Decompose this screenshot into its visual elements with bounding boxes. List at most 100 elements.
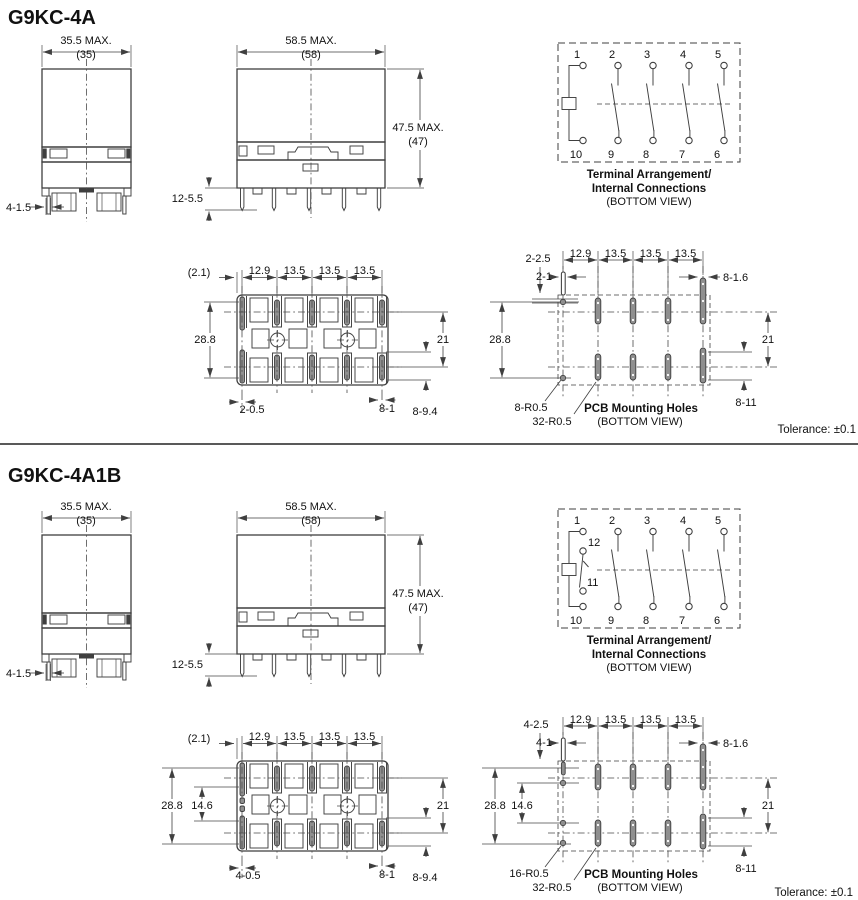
pcb-left-dim bbox=[162, 767, 245, 845]
dim-label: 32-R0.5 bbox=[532, 416, 571, 428]
dim-label: 13.5 bbox=[319, 731, 340, 743]
terminal-number: 10 bbox=[570, 615, 582, 627]
terminal-number: 7 bbox=[679, 149, 685, 161]
diagram-caption: Terminal Arrangement/ bbox=[587, 635, 712, 647]
dim-label: 12.9 bbox=[249, 265, 270, 277]
dim-label: 16-R0.5 bbox=[509, 868, 548, 880]
tolerance-note: Tolerance: ±0.1 bbox=[774, 887, 853, 899]
diagram-caption: (BOTTOM VIEW) bbox=[606, 196, 691, 208]
dim-label: 4-2.5 bbox=[523, 719, 548, 731]
dim-label: 35.5 MAX. bbox=[60, 501, 111, 513]
section-title: G9KC-4A1B bbox=[8, 465, 121, 487]
dim-label: 12.9 bbox=[570, 248, 591, 260]
dim-label: (35) bbox=[76, 49, 96, 61]
dim-label: (2.1) bbox=[188, 733, 211, 745]
dim-label: 13.5 bbox=[640, 248, 661, 260]
dim-label: 14.6 bbox=[511, 800, 532, 812]
dim-label: 28.8 bbox=[489, 334, 510, 346]
dim-label: 2-0.5 bbox=[239, 404, 264, 416]
diagram-caption: (BOTTOM VIEW) bbox=[606, 662, 691, 674]
dim-label: 12-5.5 bbox=[172, 193, 203, 205]
dim-label: 8-1 bbox=[379, 869, 395, 881]
terminal-number: 3 bbox=[644, 515, 650, 527]
dim-label: 13.5 bbox=[284, 265, 305, 277]
terminal-number: 9 bbox=[608, 149, 614, 161]
dim-label: 4-1 bbox=[536, 737, 552, 749]
terminal-number: 3 bbox=[644, 49, 650, 61]
dim-label: (47) bbox=[408, 136, 428, 148]
terminal-number: 1 bbox=[574, 49, 580, 61]
section-g9kc-4a: G9KC-4A 35.5 MAX. (35) 4-1.5 58.5 MAX. (… bbox=[6, 7, 856, 436]
diagram-caption: PCB Mounting Holes bbox=[584, 869, 698, 881]
dim-label: (58) bbox=[301, 515, 321, 527]
dim-label: 12.9 bbox=[570, 714, 591, 726]
tolerance-note: Tolerance: ±0.1 bbox=[777, 424, 856, 436]
dim-label: 8-9.4 bbox=[412, 406, 437, 418]
dim-label: 13.5 bbox=[284, 731, 305, 743]
dim-label: 4-1.5 bbox=[6, 202, 31, 214]
dim-label: 2-1 bbox=[536, 271, 552, 283]
dim-label: (58) bbox=[301, 49, 321, 61]
dim-label: 28.8 bbox=[161, 800, 182, 812]
dim-label: (2.1) bbox=[188, 267, 211, 279]
aux-contact bbox=[579, 547, 589, 595]
terminal-number: 12 bbox=[588, 537, 600, 549]
dim-label: 12-5.5 bbox=[172, 659, 203, 671]
dim-label: 13.5 bbox=[354, 731, 375, 743]
terminal-number: 2 bbox=[609, 515, 615, 527]
terminal-number: 4 bbox=[680, 515, 686, 527]
terminal-number: 10 bbox=[570, 149, 582, 161]
dim-label: 8-11 bbox=[735, 397, 756, 409]
terminal-number: 6 bbox=[714, 149, 720, 161]
terminal-number: 8 bbox=[643, 149, 649, 161]
dim-label: (47) bbox=[408, 602, 428, 614]
terminal-number: 5 bbox=[715, 515, 721, 527]
dim-label: 13.5 bbox=[605, 248, 626, 260]
diagram-caption: (BOTTOM VIEW) bbox=[597, 416, 682, 428]
dim-label: 8-1.6 bbox=[723, 738, 748, 750]
dim-label: 13.5 bbox=[319, 265, 340, 277]
dim-label: 21 bbox=[762, 334, 774, 346]
dim-label: 13.5 bbox=[605, 714, 626, 726]
dim-label: 13.5 bbox=[675, 714, 696, 726]
dim-label: 47.5 MAX. bbox=[392, 122, 443, 134]
diagram-caption: Internal Connections bbox=[592, 649, 706, 661]
dim-label: 8-1.6 bbox=[723, 272, 748, 284]
dim-label: 12.9 bbox=[249, 731, 270, 743]
terminal-number: 8 bbox=[643, 615, 649, 627]
terminal-number: 11 bbox=[587, 577, 598, 589]
dim-label: 8-9.4 bbox=[412, 872, 437, 884]
dim-label: 35.5 MAX. bbox=[60, 35, 111, 47]
dim-label: 13.5 bbox=[675, 248, 696, 260]
terminal-number: 9 bbox=[608, 615, 614, 627]
dim-label: 8-R0.5 bbox=[514, 402, 547, 414]
dim-label: 2-2.5 bbox=[525, 253, 550, 265]
diagram-caption: PCB Mounting Holes bbox=[584, 403, 698, 415]
terminal-number: 4 bbox=[680, 49, 686, 61]
diagram-caption: Terminal Arrangement/ bbox=[587, 169, 712, 181]
dim-label: 21 bbox=[437, 800, 449, 812]
dim-label: 14.6 bbox=[191, 800, 212, 812]
dim-label: 8-1 bbox=[379, 403, 395, 415]
dim-label: 4-1.5 bbox=[6, 668, 31, 680]
mount-coil-holes bbox=[490, 298, 579, 382]
terminal-number: 6 bbox=[714, 615, 720, 627]
terminal-number: 2 bbox=[609, 49, 615, 61]
diagram-caption: (BOTTOM VIEW) bbox=[597, 882, 682, 894]
section-g9kc-4a1b: G9KC-4A1B 35.5 MAX. (35) 4-1.5 bbox=[6, 465, 853, 899]
dim-label: 13.5 bbox=[640, 714, 661, 726]
dim-label: 47.5 MAX. bbox=[392, 588, 443, 600]
section-title: G9KC-4A bbox=[8, 7, 96, 29]
terminal-number: 7 bbox=[679, 615, 685, 627]
dim-label: 21 bbox=[437, 334, 449, 346]
dim-label: 58.5 MAX. bbox=[285, 35, 336, 47]
diagram-caption: Internal Connections bbox=[592, 183, 706, 195]
dim-label: 13.5 bbox=[354, 265, 375, 277]
terminal-number: 1 bbox=[574, 515, 580, 527]
dim-label: 21 bbox=[762, 800, 774, 812]
dim-label: 32-R0.5 bbox=[532, 882, 571, 894]
dim-label: 28.8 bbox=[484, 800, 505, 812]
dim-label: (35) bbox=[76, 515, 96, 527]
